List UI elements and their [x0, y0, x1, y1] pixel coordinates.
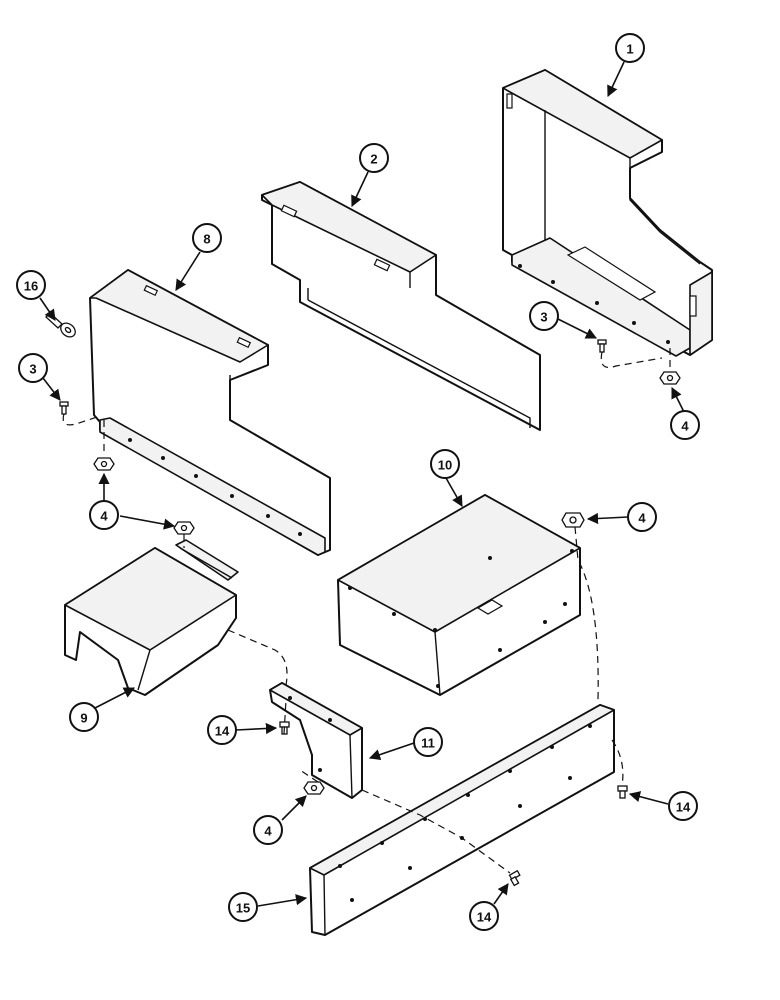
callout-4-right: 4	[670, 410, 700, 440]
eye-bolt-16	[45, 312, 76, 338]
screw-3-left	[59, 401, 69, 415]
leader-lines	[39, 61, 685, 907]
callout-9: 9	[69, 702, 99, 732]
callout-2: 2	[359, 143, 389, 173]
nut-4-right	[659, 371, 681, 385]
svg-text:4: 4	[264, 824, 272, 839]
part-1-cover	[502, 69, 713, 357]
callouts: 1 2 8 16 3 4 3 4	[16, 33, 700, 931]
part-15-rail	[309, 704, 615, 936]
callout-3-right: 3	[529, 301, 559, 331]
svg-text:10: 10	[438, 458, 452, 473]
part-2-bracket	[261, 181, 541, 431]
nut-4-mid	[173, 521, 195, 535]
screw-3-right	[597, 339, 607, 353]
callout-14-bracket: 14	[207, 715, 237, 745]
callout-3-left: 3	[18, 353, 48, 383]
svg-text:14: 14	[215, 724, 230, 739]
svg-text:14: 14	[676, 800, 691, 815]
callout-1: 1	[615, 33, 645, 63]
svg-text:15: 15	[236, 901, 250, 916]
callout-14-bottom: 14	[469, 901, 499, 931]
part-10-box-cover	[337, 494, 581, 696]
svg-text:8: 8	[203, 232, 210, 247]
nut-4-bracket	[303, 781, 325, 795]
screw-14-bottom	[508, 869, 521, 887]
svg-text:2: 2	[370, 152, 377, 167]
part-8-bracket	[89, 269, 331, 556]
svg-text:14: 14	[477, 910, 492, 925]
svg-text:4: 4	[681, 419, 689, 434]
callout-4-box: 4	[627, 502, 657, 532]
hardware	[45, 312, 681, 887]
part-9-hood	[64, 539, 239, 696]
svg-text:11: 11	[421, 736, 435, 751]
svg-text:16: 16	[24, 279, 38, 294]
screw-14-right	[617, 785, 628, 799]
nut-4-left	[93, 457, 115, 471]
callout-4-left: 4	[89, 500, 119, 530]
callout-4-bracket: 4	[253, 815, 283, 845]
svg-text:1: 1	[626, 42, 633, 57]
svg-text:4: 4	[100, 509, 108, 524]
callout-10: 10	[430, 449, 460, 479]
svg-text:4: 4	[638, 511, 646, 526]
nut-4-box	[561, 512, 585, 528]
callout-11: 11	[413, 727, 443, 757]
svg-text:3: 3	[29, 362, 36, 377]
callout-8: 8	[192, 223, 222, 253]
callout-15: 15	[228, 892, 258, 922]
assembly-lines	[62, 348, 671, 874]
callout-16: 16	[16, 270, 46, 300]
svg-text:9: 9	[80, 711, 87, 726]
part-11-bracket	[269, 682, 363, 799]
svg-text:3: 3	[540, 310, 547, 325]
callout-14-right: 14	[668, 791, 698, 821]
